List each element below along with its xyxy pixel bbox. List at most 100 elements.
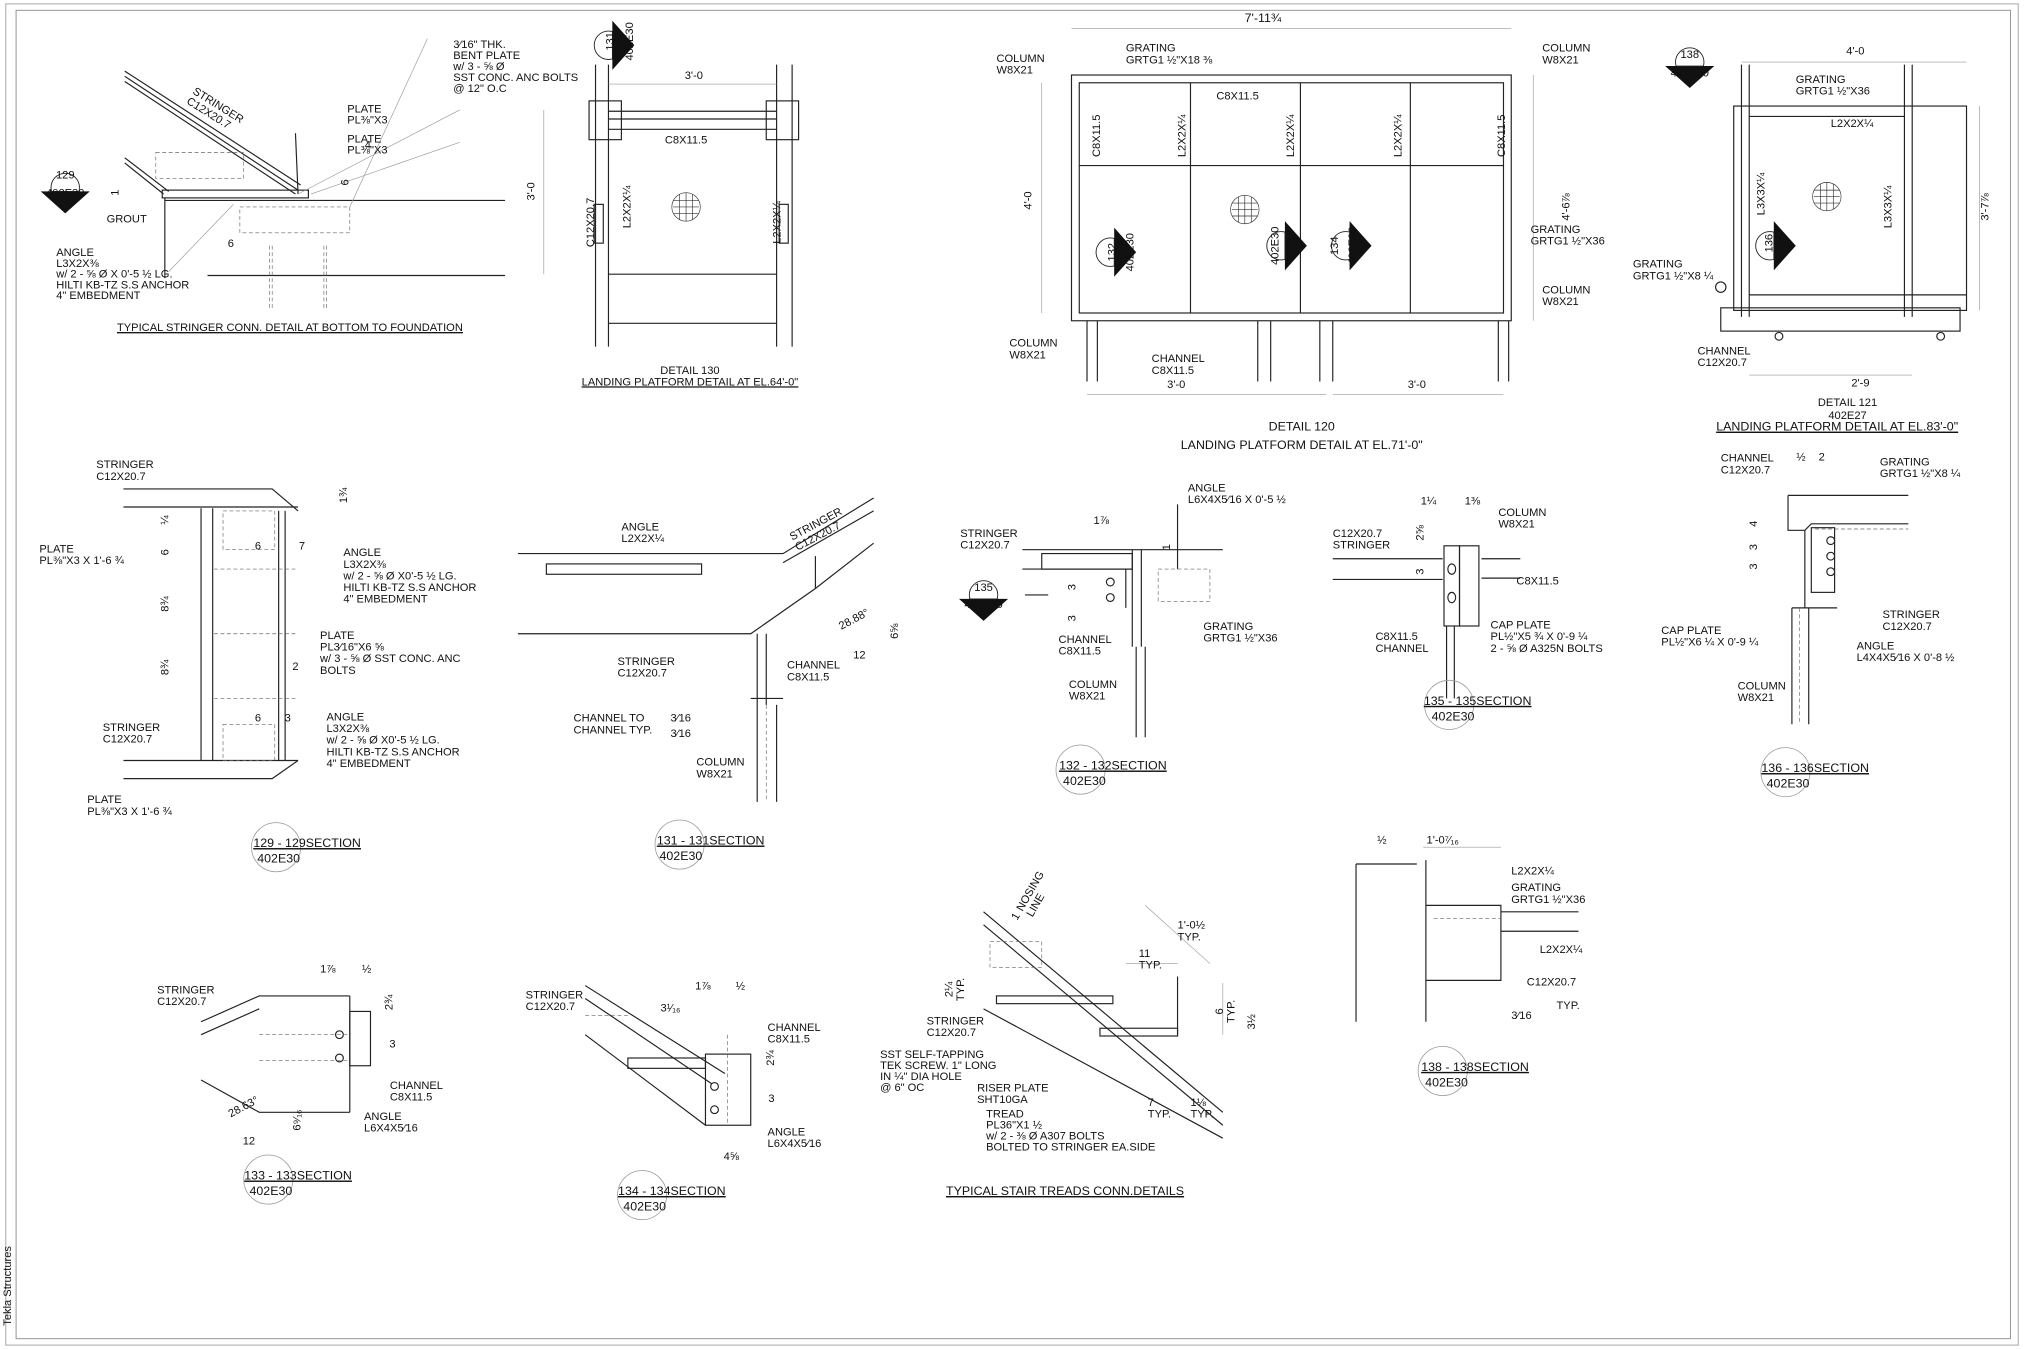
label-line: w/ 2 - ⅝ Ø X 0'-5 ½ LG. bbox=[55, 269, 172, 281]
label-sec131-slope: 28.88° bbox=[837, 607, 871, 633]
outer-border bbox=[5, 3, 2019, 1346]
label-line: 3 bbox=[389, 1039, 395, 1051]
label-line: C12X20.7 bbox=[960, 539, 1009, 551]
label-line: 129 - 129SECTION bbox=[253, 836, 361, 850]
label-detail120-angle-2: L2X2X¼ bbox=[1285, 114, 1297, 157]
label-line: 402E30 bbox=[1432, 709, 1475, 723]
label-sec132-d2: 1 bbox=[1161, 544, 1173, 550]
label-line: 6 bbox=[255, 713, 261, 725]
label-detail121-marker-sheet: 402E30 bbox=[1671, 67, 1709, 79]
label-sec129-d3: 6 bbox=[160, 549, 172, 555]
label-detail130-dim-side: 3'-0 bbox=[526, 182, 538, 200]
label-line: HILTI KB-TZ S.S ANCHOR bbox=[327, 746, 460, 758]
label-line: CAP PLATE bbox=[1491, 620, 1551, 632]
label-line: 402E30 bbox=[1671, 67, 1709, 79]
label-sec133-d4: 3 bbox=[389, 1039, 395, 1051]
label-sec133-d2: ½ bbox=[362, 964, 371, 976]
label-line: L3X2X⅜ bbox=[327, 723, 370, 735]
label-detail120-dim-b1: 3'-0 bbox=[1167, 379, 1185, 391]
label-detail120-m134: 134 bbox=[1329, 236, 1341, 255]
label-detail121-m136: 136 bbox=[1764, 234, 1776, 253]
label-line: 1⅛ bbox=[1190, 1097, 1206, 1109]
label-foundation-dim-4: 4 bbox=[365, 140, 371, 152]
label-line: 2'-9 bbox=[1851, 378, 1869, 390]
label-sec132-d3: 3 bbox=[1066, 584, 1078, 590]
label-sec129-sheet: 402E30 bbox=[257, 852, 300, 866]
label-line: C12X20.7 bbox=[96, 471, 145, 483]
label-line: GRATING bbox=[1531, 224, 1581, 236]
label-line: 133 - 133SECTION bbox=[244, 1169, 352, 1183]
label-line: w/ 2 - ⅝ Ø X0'-5 ½ LG. bbox=[326, 735, 440, 747]
label-sec129-d7: 7 bbox=[299, 541, 305, 553]
section-131-geometry bbox=[517, 497, 874, 802]
label-line: 3 bbox=[1748, 563, 1760, 569]
label-line: L3X2X⅜ bbox=[56, 258, 99, 270]
label-detail120-dim-r: 4'-6⅞ bbox=[1560, 192, 1572, 220]
label-sec136-d1: ½ bbox=[1796, 451, 1805, 463]
label-sec136-d2: 2 bbox=[1819, 451, 1825, 463]
label-line: SST CONC. ANC BOLTS bbox=[453, 72, 578, 84]
label-sec138-typ: TYP. bbox=[1557, 1000, 1580, 1012]
label-sec136-d3: 4 bbox=[1748, 521, 1760, 527]
label-line: 402E30 bbox=[1063, 774, 1106, 788]
label-line: C8X11.5 bbox=[768, 1033, 810, 1045]
label-line: L2X2X¼ bbox=[621, 185, 633, 228]
label-line: GRTG1 ½"X36 bbox=[1796, 85, 1870, 97]
label-line: 138 - 138SECTION bbox=[1421, 1060, 1529, 1074]
label-line: 135 - 135SECTION bbox=[1424, 694, 1532, 708]
label-line: BOLTED TO STRINGER EA.SIDE bbox=[986, 1141, 1155, 1153]
label-detail130-beam: C8X11.5 bbox=[665, 135, 707, 147]
label-line: 3 bbox=[285, 713, 291, 725]
label-foundation-dim-6h: 6 bbox=[228, 238, 234, 250]
label-line: GRTG1 ½"X36 bbox=[1511, 894, 1585, 906]
section-title-circle bbox=[1424, 679, 1475, 730]
label-line: 402E30 bbox=[1425, 1075, 1468, 1089]
label-line: L3X3X¼ bbox=[1756, 172, 1768, 215]
label-line: STRINGER bbox=[1882, 609, 1939, 621]
label-line: 402E30 bbox=[1269, 227, 1281, 265]
label-line: DETAIL 121 bbox=[1818, 397, 1877, 409]
label-line: ANGLE bbox=[327, 711, 365, 723]
label-line: 1 bbox=[109, 190, 121, 196]
label-line: 1¼ bbox=[1421, 495, 1437, 507]
label-detail121-title: DETAIL 121 bbox=[1818, 397, 1877, 409]
label-line: CHANNEL bbox=[1697, 345, 1750, 357]
label-line: 1⅞ bbox=[320, 964, 336, 976]
label-line: 28.63° bbox=[227, 1094, 261, 1120]
label-line: C12X20.7 bbox=[526, 1001, 575, 1013]
label-line: 1 bbox=[1161, 544, 1173, 550]
label-line: CHANNEL TO bbox=[574, 713, 645, 725]
label-sec135-d3: 2⅝ bbox=[1414, 524, 1426, 540]
label-line: 3'-0 bbox=[526, 182, 538, 200]
label-sec132-d1: 1⅞ bbox=[1094, 515, 1110, 527]
label-line: BOLTS bbox=[320, 665, 356, 677]
label-line: 2¼ bbox=[944, 981, 956, 997]
label-line: PL⅜"X3 X 1'-6 ¾ bbox=[39, 555, 124, 567]
label-line: PLATE bbox=[347, 133, 381, 145]
label-line: GRATING bbox=[1633, 259, 1683, 271]
section-133-geometry bbox=[200, 995, 372, 1113]
label-line: STRINGER bbox=[1333, 539, 1390, 551]
label-line: ½ bbox=[736, 980, 745, 992]
label-line: DETAIL 130 bbox=[660, 365, 719, 377]
label-detail130-dim-top: 3'-0 bbox=[685, 70, 703, 82]
label-line: C8X11.5 bbox=[787, 671, 829, 683]
label-line: 3 bbox=[1066, 584, 1078, 590]
label-line: 1'-0½ bbox=[1178, 920, 1205, 932]
label-line: ½ bbox=[1796, 451, 1805, 463]
label-line: TYP. bbox=[955, 978, 967, 1001]
label-line: 3½ bbox=[1246, 1014, 1258, 1029]
label-sec134-title: 134 - 134SECTION bbox=[618, 1184, 726, 1198]
section-title-circle bbox=[654, 819, 705, 870]
label-line: GRATING bbox=[1126, 43, 1176, 55]
label-line: LANDING PLATFORM DETAIL AT EL.64'-0" bbox=[582, 376, 799, 388]
label-line: 8¾ bbox=[160, 596, 172, 612]
label-line: PL3⁄16"X6 ⅝ bbox=[320, 642, 385, 654]
